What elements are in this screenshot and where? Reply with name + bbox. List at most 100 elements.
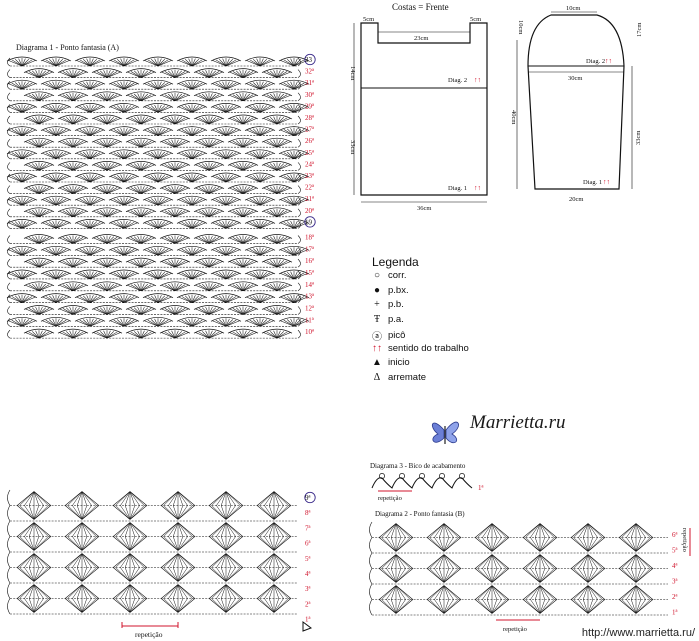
fan-row [6,103,310,113]
row-number-label: 5ª [305,555,311,563]
row-number-label: 3ª [305,585,311,593]
diagram3-title: Diagrama 3 - Bico de acabamento [370,462,466,470]
diagram3-edging-chain [371,477,473,489]
diagram1-title: Diagrama 1 - Ponto fantasia (A) [16,43,119,52]
diagram2-side-repeat-label: repetição [681,528,688,552]
fan-row [6,149,310,160]
sleeve-diag1-label: Diag. 1 [583,179,602,186]
back-neck-width: 23cm [414,35,428,42]
row-number-label: 24ª [305,160,314,168]
row-number-label: 18ª [305,233,314,241]
back-diag2-label: Diag. 2 [448,77,467,84]
diagram2-title: Diagrama 2 - Ponto fantasia (B) [375,510,465,518]
row-number-label: 17ª [305,245,314,253]
diamond-row [369,552,668,569]
picot-icon [399,473,405,479]
diamond-row [369,583,668,600]
back-lower-height: 33cm [349,140,356,154]
legend-label: p.b. [388,299,404,310]
legend-symbol-icon: ● [373,284,381,296]
legend-label: picô [388,330,406,341]
sleeve-diag1-arrows: ↑↑ [603,178,610,186]
fan-row [6,195,310,206]
legend-item: +p.b. [372,299,404,310]
legend-symbol-icon: ↑↑ [372,342,382,354]
fan-row [7,161,301,171]
back-bottom-width: 36cm [417,205,431,212]
diagram1-end-arrow-icon [302,621,313,632]
legend-symbol-icon: ⓐ [372,332,382,343]
fan-row [7,305,301,315]
diamond-row [7,598,298,615]
row-circle-marker [304,491,316,504]
butterfly-icon [431,421,459,444]
picot-icon [459,473,465,479]
row-number-label: 26ª [305,137,314,145]
row-circle-marker [304,53,316,66]
fan-row [6,126,310,136]
sleeve-mid-width: 30cm [568,75,582,82]
row-number-label: 5ª [672,547,678,555]
row-number-label: 28ª [305,114,314,122]
row-number-label: 22ª [305,184,314,192]
diagram1-fan-rows [6,56,310,339]
row-number-label: 3ª [672,578,678,586]
sleeve-side-upper: 17cm [636,23,643,37]
diamond-row [369,568,668,585]
row-number-label: 1ª [672,609,678,617]
fan-row [6,79,310,90]
legend-item: ↑↑sentido do trabalho [372,343,469,354]
diamond-row [7,505,298,522]
back-diag1-label: Diag. 1 [448,185,467,192]
legend-item: ▲inicio [372,357,410,368]
fan-row [6,172,310,183]
legend-label: corr. [388,270,407,281]
brand-logo: Marrietta.ru [430,412,566,434]
back-panel-outline [360,22,488,196]
row-number-label: 23ª [305,172,314,180]
diagram3-picots [379,473,465,479]
diamond-row [7,489,298,506]
row-number-label: 29ª [305,102,314,110]
fan-row [6,269,310,280]
sleeve-outline [527,14,625,190]
fan-row [7,328,301,339]
row-number-label: 25ª [305,149,314,157]
sleeve-cap-height: 10cm [517,20,524,34]
diagram2-diamond-rows [369,521,668,616]
legend-symbol-icon: Ŧ [373,313,381,325]
back-diag1-arrows: ↑↑ [474,184,481,192]
row-number-label: 32ª [305,68,314,76]
row-number-label: 11ª [305,316,314,324]
diamond-row [7,536,298,553]
row-number-label: 15ª [305,269,314,277]
fan-row [7,137,301,148]
row-number-label: 7ª [305,524,311,532]
row-number-label: 2ª [672,593,678,601]
diagram3-repeat-label: repetição [378,495,402,502]
row-number-label: 13ª [305,293,314,301]
diagram1-diamond-rows [7,489,298,615]
row-number-label: 14ª [305,281,314,289]
fan-row [6,245,310,256]
back-diag2-arrows: ↑↑ [474,76,481,84]
row-number-label: 8ª [305,509,311,517]
diamond-row [7,567,298,584]
sleeve-bottom-width: 20cm [569,196,583,203]
fan-row [7,257,301,268]
row-number-label: 4ª [672,562,678,570]
row-number-label: 20ª [305,207,314,215]
diagram1-row-numbers: 3332ª31ª30ª29ª28ª27ª26ª25ª24ª23ª22ª21ª20… [304,53,316,624]
legend-symbol-icon: ▲ [372,357,382,368]
diagram1-repeat-label: repetição [135,630,163,639]
footer-url: http://www.marrietta.ru/ [581,627,695,639]
legend-symbol-icon: ○ [373,270,381,281]
sleeve-total-height: 40cm [510,110,517,124]
fan-row [6,316,310,327]
diamond-row [369,599,668,616]
picot-icon [439,473,445,479]
fan-row [6,293,310,303]
row-number-label: 2ª [305,600,311,608]
